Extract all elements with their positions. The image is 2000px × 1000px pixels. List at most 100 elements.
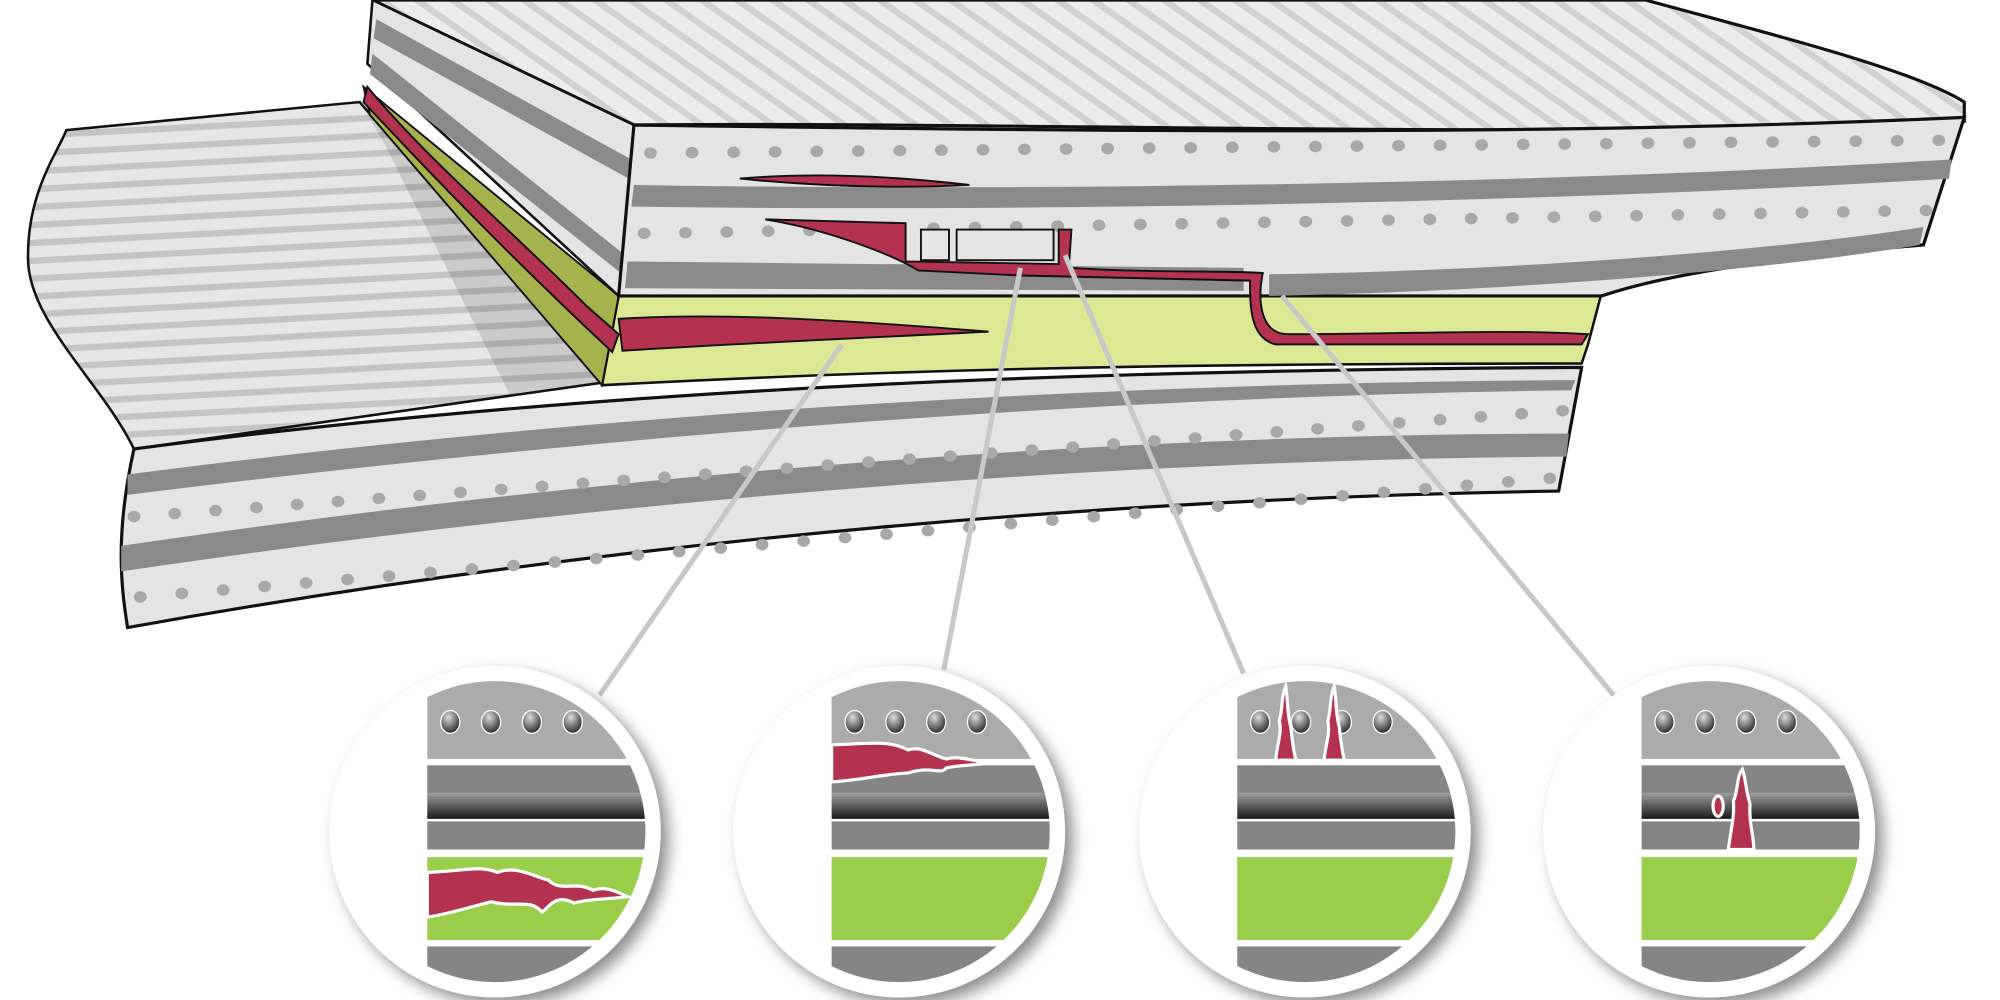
fiber-dot [1294,493,1308,505]
fiber-dot [507,559,520,572]
fiber-dot [1311,423,1324,435]
fiber-dot [413,489,427,502]
fiber-dot [1433,414,1447,426]
fiber-dot [1474,411,1488,423]
fiber-dot [720,226,734,238]
damage-icon [1711,794,1725,818]
fiber-dot [1092,219,1106,232]
fiber-dot [535,480,549,493]
fiber-dot [465,563,479,575]
fiber-dot [821,459,835,471]
fiber-dot [1184,141,1198,154]
fiber-dot [685,146,699,159]
fiber-dot [1392,417,1406,429]
fiber-dot [127,510,141,523]
fiber-dot [1460,479,1474,492]
fiber-dot [1558,138,1572,150]
fiber-dot [1878,205,1892,217]
fiber-dot [175,587,189,600]
detail-circle-ply-delamination [733,665,1066,998]
fiber-dot [1671,209,1685,221]
fiber-dot [679,226,692,239]
fiber-dot [851,145,865,157]
fiber-dot [1142,142,1156,154]
fiber-dot [880,528,893,540]
fiber-dot [658,471,671,483]
fiber-dot [1419,483,1432,495]
fiber-dot [637,227,651,240]
fiber-dot [1133,218,1147,231]
fiber-dot [1225,141,1239,154]
fiber-dot [935,144,948,156]
fiber-dot [1045,514,1059,526]
fiber-dot [1066,441,1080,453]
fiber-dot [1599,137,1613,150]
fiber-dot [1506,212,1519,224]
fiber-dot [1724,136,1738,149]
fiber-dot [1270,426,1284,438]
fiber-dot [1392,139,1405,152]
fiber-dot [1849,135,1863,147]
damage-icon [425,867,634,919]
fiber-dot [372,492,386,505]
leader-lines [597,254,1616,697]
fiber-dot [698,468,712,480]
fiber-dot [250,501,263,514]
fiber-dot [768,146,782,158]
fiber-dot [1630,209,1643,222]
fiber-dot [1501,476,1515,488]
leader-line [597,342,844,697]
fiber-dot [838,531,852,544]
fiber-dot [1890,134,1904,147]
left-panel [26,100,605,451]
fiber-dot [1543,472,1557,485]
fiber-dot [1464,212,1478,225]
fiber-dot [1433,139,1447,151]
fiber-dot [1253,496,1266,509]
fiber-dot [1423,213,1437,226]
damage-icon [1322,681,1347,762]
fiber-dot [1352,420,1365,432]
fiber-dot [1766,136,1779,148]
fiber-dot [1377,486,1391,499]
fiber-dot [1018,143,1031,156]
fiber-dot [382,570,396,582]
fiber-dot [761,225,775,237]
fiber-dot [331,495,345,508]
lower-laminate [119,365,1584,630]
fiber-dot [810,145,824,158]
fiber-dot [1147,435,1161,447]
fiber-dot [976,144,990,156]
fiber-dot [424,566,437,579]
fiber-dot [576,477,590,490]
fiber-dot [1004,517,1018,530]
damage-icon [830,741,992,784]
fiber-dot [341,573,354,586]
damage-icon [1273,681,1298,762]
fiber-dot [1087,510,1101,523]
fiber-dot [727,146,741,158]
fiber-dot [1712,208,1726,220]
fiber-dot [1059,143,1073,155]
fiber-dot [1547,211,1561,223]
upper-top-surface [371,0,1966,132]
fiber-dot [454,486,467,499]
fiber-dot [209,504,222,517]
fiber-dot [1556,404,1569,417]
upper-laminate-front [616,115,1967,298]
fiber-dot [216,584,230,596]
fiber-dot [1475,139,1489,151]
fiber-dot [755,538,769,551]
fiber-dot [1107,438,1120,450]
fiber-dot [1350,140,1364,152]
fiber-dot [299,577,313,589]
fiber-dot [1229,429,1243,441]
fiber-dot [1258,216,1271,229]
fiber-dot [1683,137,1696,149]
fiber-dot [921,524,935,537]
fiber-dot [1836,206,1850,218]
fiber-dot [1516,138,1530,151]
fiber-dot [1188,432,1202,444]
fiber-dot [672,545,686,558]
fiber-dot [168,507,182,520]
